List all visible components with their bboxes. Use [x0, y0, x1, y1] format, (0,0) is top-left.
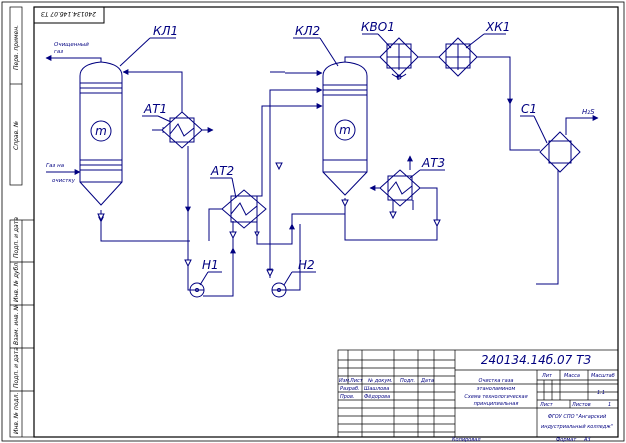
title-block: 240134.14б.07 ТЗ Очистка газа этаноламин…	[337, 349, 619, 443]
stream-labels: Очищенный газ Газ на очистку H₂S	[46, 42, 595, 184]
pump-h2	[271, 282, 287, 298]
tb-doc-code: 240134.14б.07 ТЗ	[481, 353, 592, 367]
tb-copied: Копировал	[452, 437, 481, 443]
heat-exchanger-at3	[379, 169, 421, 207]
tb-org-2: индустриальный колледж"	[541, 424, 613, 430]
strip-inv-podl: Инв. № подл.	[13, 393, 20, 434]
label-gas-feed-2: очистку	[52, 178, 76, 184]
tb-scale-value: 1:1	[597, 390, 605, 396]
label-gas-feed-1: Газ на	[46, 163, 65, 169]
tb-lit: Лит	[541, 373, 553, 379]
tb-sheets: Листов	[571, 402, 591, 408]
tb-format-value: А3	[583, 437, 591, 443]
tb-scale: Масштаб	[591, 373, 615, 379]
strip-podp-data-2: Подп. и дата	[13, 347, 20, 388]
tb-hdr-date: Дата	[420, 378, 434, 384]
label-at2: АТ2	[210, 164, 234, 178]
tb-sheets-value: 1	[608, 402, 611, 408]
label-n2: Н2	[298, 258, 315, 272]
strip-perv-primen: Перв. примен.	[13, 25, 20, 70]
cooler-hk1	[438, 37, 478, 77]
kl1-symbol: m	[95, 124, 107, 138]
tb-hdr-izm: Изм.	[339, 378, 351, 384]
label-cleaned-gas-1: Очищенный	[54, 42, 89, 48]
label-kl2: КЛ2	[295, 24, 320, 38]
column-kl2: m	[322, 61, 368, 196]
top-stamp: 240134.14б.07 ТЗ	[33, 6, 105, 24]
tb-mass: Масса	[564, 373, 580, 379]
tb-title-3: Схема технологическая	[464, 394, 527, 400]
label-c1: С1	[521, 102, 537, 116]
tb-org-1: ФГОУ СПО "Ангарский	[548, 414, 607, 420]
strip-podp-data-1: Подп. и дата	[13, 217, 20, 258]
strip-sprav: Справ. №	[13, 121, 20, 150]
equipment-labels: КЛ1 КЛ2 КВО1 ХК1 С1 АТ1 АТ2 АТ3 Н1 Н2	[119, 20, 548, 286]
binding-strip: Перв. примен. Справ. № Подп. и дата Инв.…	[9, 6, 35, 438]
tb-format-label: Формат	[556, 437, 577, 443]
heat-exchanger-at1	[161, 111, 203, 149]
valves	[97, 162, 441, 278]
tb-hdr-doc: № докум.	[367, 378, 393, 384]
tb-hdr-list: Лист	[349, 378, 364, 384]
top-stamp-code: 240134.14б.07 ТЗ	[41, 10, 96, 17]
strip-inv-dubl: Инв. № дубл.	[13, 261, 20, 302]
tb-title-1: Очистка газа	[479, 378, 514, 384]
strip-vzam-inv: Взам. инв. №	[13, 304, 20, 345]
separator-c1	[539, 131, 581, 173]
heat-exchanger-at2	[221, 189, 267, 229]
tb-hdr-sign: Подп.	[400, 378, 415, 384]
tb-title-4: принципиальная	[474, 401, 519, 407]
label-at1: АТ1	[143, 102, 167, 116]
label-cleaned-gas-2: газ	[54, 49, 63, 55]
tb-sheet: Лист	[539, 402, 554, 408]
pump-h1	[189, 282, 205, 298]
air-cooler-kvo1	[379, 37, 419, 80]
tb-name-1: Шашлова	[364, 386, 389, 392]
label-n1: Н1	[202, 258, 219, 272]
tb-role-1: Разраб.	[340, 386, 360, 392]
label-kl1: КЛ1	[153, 24, 178, 38]
column-kl1: m	[79, 61, 123, 206]
tb-title-2: этаноламином	[477, 386, 516, 392]
tb-role-2: Пров.	[340, 394, 355, 400]
label-h2s: H₂S	[582, 108, 595, 116]
label-at3: АТ3	[421, 156, 445, 170]
process-lines	[45, 55, 599, 297]
label-kvo1: КВО1	[361, 20, 395, 34]
kl2-symbol: m	[339, 123, 351, 137]
label-hk1: ХК1	[485, 20, 510, 34]
tb-name-2: Фёдорова	[364, 394, 390, 400]
